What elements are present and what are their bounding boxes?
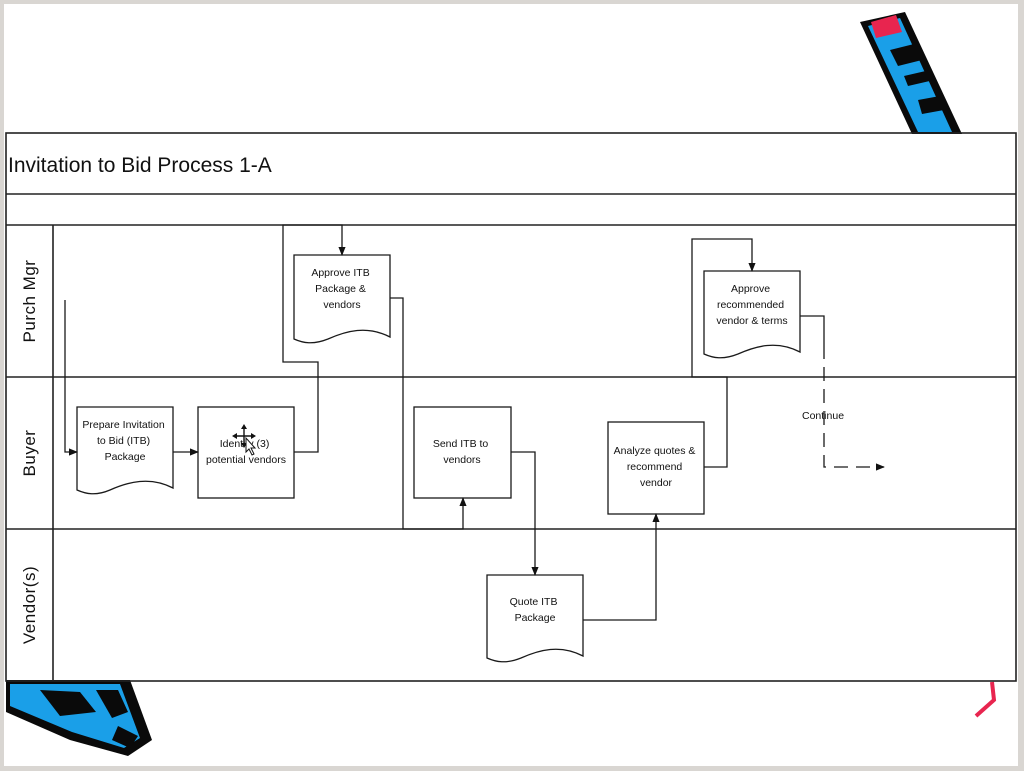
red-tick-bottom-right (974, 681, 997, 718)
flow-identify-to-approve-itb (282, 224, 346, 453)
flow-approve-itb-to-send (390, 297, 467, 530)
pen-clipart-bottom-left (6, 680, 152, 756)
page-title: Invitation to Bid Process 1-A (8, 154, 272, 177)
step-quote-itb (486, 574, 584, 663)
step-prepare-itb-label: Prepare Invitation to Bid (ITB) Package (82, 419, 167, 463)
lane-label-vendors: Vendor(s) (20, 566, 39, 644)
flow-approve-vendor-continue (800, 315, 825, 345)
pen-clipart-top-right (860, 12, 962, 134)
process-diagram: Invitation to Bid Process 1-A Purch Mgr … (5, 12, 1017, 756)
diagram-frame (5, 132, 1017, 682)
slide: Invitation to Bid Process 1-A Purch Mgr … (4, 4, 1018, 766)
step-approve-itb-label: Approve ITB Package & vendors (311, 267, 372, 311)
lane-label-buyer: Buyer (20, 430, 39, 477)
flow-continue-dashed (823, 345, 885, 471)
step-approve-vendor (703, 270, 801, 359)
lane-label-purch-mgr: Purch Mgr (20, 260, 39, 343)
step-send-itb (413, 406, 512, 499)
flow-start-to-prepare (64, 300, 78, 456)
flow-analyze-to-approve-vendor (691, 238, 756, 468)
flow-quote-to-analyze (583, 513, 660, 621)
step-approve-itb (293, 254, 391, 344)
step-analyze-quotes-label: Analyze quotes & recommend vendor (614, 445, 699, 489)
move-cursor-icon (232, 424, 257, 456)
step-approve-vendor-label: Approve recommended vendor & terms (716, 283, 787, 327)
step-send-itb-label: Send ITB to vendors (433, 438, 491, 466)
continue-label: Continue (802, 410, 844, 422)
flow-send-to-quote (511, 451, 539, 576)
step-quote-itb-label: Quote ITB Package (510, 596, 561, 624)
step-prepare-itb (76, 406, 174, 495)
